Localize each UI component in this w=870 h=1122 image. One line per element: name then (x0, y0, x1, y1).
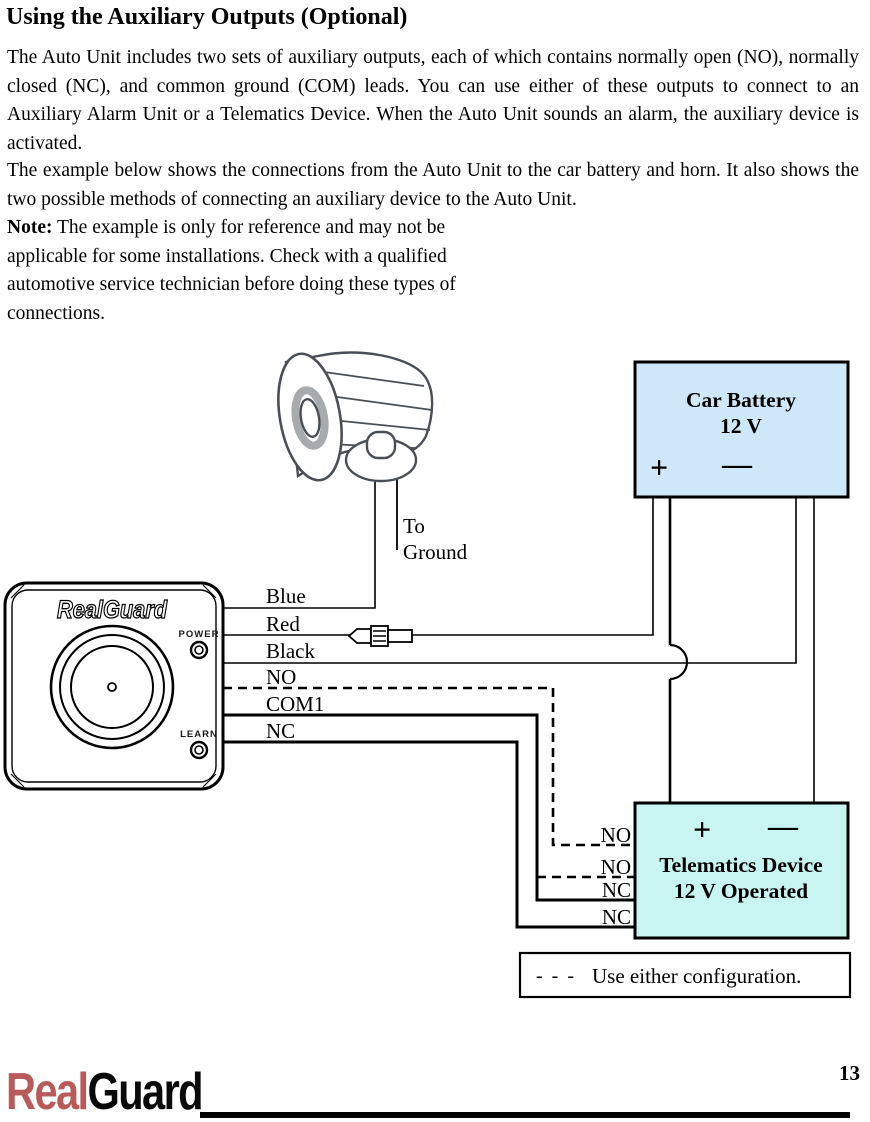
footer-logo-real: Real (6, 1063, 89, 1121)
car-battery-box: Car Battery 12 V + — (633, 360, 850, 499)
wire-label-red: Red (266, 612, 300, 636)
terminal-nc-1: NC (602, 878, 631, 902)
horn-neck (365, 430, 397, 460)
page-title: Using the Auxiliary Outputs (Optional) (6, 4, 408, 30)
telematics-rect (633, 801, 850, 940)
learn-led-inner (194, 745, 204, 755)
speaker-ring-outer (49, 624, 175, 750)
fuse-icon (347, 625, 413, 647)
terminal-nc-2: NC (602, 905, 631, 929)
wire-label-no: NO (266, 665, 296, 689)
device-inner-frame (11, 589, 217, 783)
nc-wire (223, 740, 635, 929)
note-label: Note: (7, 217, 53, 238)
battery-minus-symbol: — (721, 448, 753, 481)
wire-label-nc: NC (266, 719, 295, 743)
legend-text: Use either configuration. (592, 964, 801, 988)
horn-illustration (277, 351, 434, 483)
speaker-ring-inner (70, 645, 154, 729)
telematics-terminal-labels: NO NO NC NC (601, 823, 631, 929)
terminal-no-2: NO (601, 855, 631, 879)
wire-labels: Blue Red Black NO COM1 NC (266, 584, 324, 743)
realguard-footer-logo: RealGuard (6, 1063, 204, 1121)
horn-ribs (323, 371, 433, 449)
wiring-diagram: To Ground RealGuard POWER LEARN Blue Red… (3, 351, 852, 999)
power-label: POWER (179, 629, 220, 640)
horn-hole (299, 398, 321, 438)
com1-wire (223, 713, 635, 902)
footer-rule (200, 1112, 850, 1118)
telematics-minus-symbol: — (767, 810, 799, 843)
horn-ring (291, 386, 329, 450)
note-text: The example is only for reference and ma… (7, 217, 456, 324)
car-battery-rect (633, 360, 850, 499)
note-paragraph: Note: The example is only for reference … (7, 214, 521, 328)
wire-hop-arc (669, 643, 689, 681)
to-ground-label-line1: To (403, 514, 425, 538)
black-wire (223, 497, 797, 664)
telematics-device-box: + — Telematics Device 12 V Operated NO N… (601, 801, 850, 940)
car-battery-subtitle: 12 V (720, 414, 762, 438)
page-number: 13 (839, 1061, 860, 1085)
legend-dash-sample: - - - (536, 965, 576, 987)
example-paragraph: The example below shows the connections … (7, 160, 859, 210)
to-ground-label-line2: Ground (403, 540, 468, 564)
telematics-plus-symbol: + (693, 811, 711, 847)
wire-label-com1: COM1 (266, 692, 324, 716)
device-brand-logo: RealGuard (57, 596, 168, 624)
legend-box: - - - Use either configuration. (518, 951, 852, 999)
no-wire-dashed (223, 686, 635, 847)
telematics-subtitle: 12 V Operated (674, 879, 808, 903)
intro-paragraph: The Auto Unit includes two sets of auxil… (7, 47, 859, 154)
wires (223, 470, 815, 929)
terminal-no-1: NO (601, 823, 631, 847)
telematics-title: Telematics Device (659, 853, 822, 877)
wire-label-blue: Blue (266, 584, 306, 608)
power-led-inner (194, 645, 204, 655)
legend-rect (518, 951, 852, 999)
device-corner-marks (10, 584, 217, 788)
battery-plus-symbol: + (650, 449, 668, 485)
speaker-center-dot (107, 682, 117, 692)
learn-label: LEARN (180, 729, 218, 740)
footer-logo-guard: Guard (87, 1063, 203, 1121)
speaker-ring-mid (59, 634, 165, 740)
car-battery-title: Car Battery (686, 388, 796, 412)
auto-unit-device: RealGuard POWER LEARN (3, 581, 225, 791)
blue-wire (223, 470, 376, 609)
wire-label-black: Black (266, 639, 315, 663)
